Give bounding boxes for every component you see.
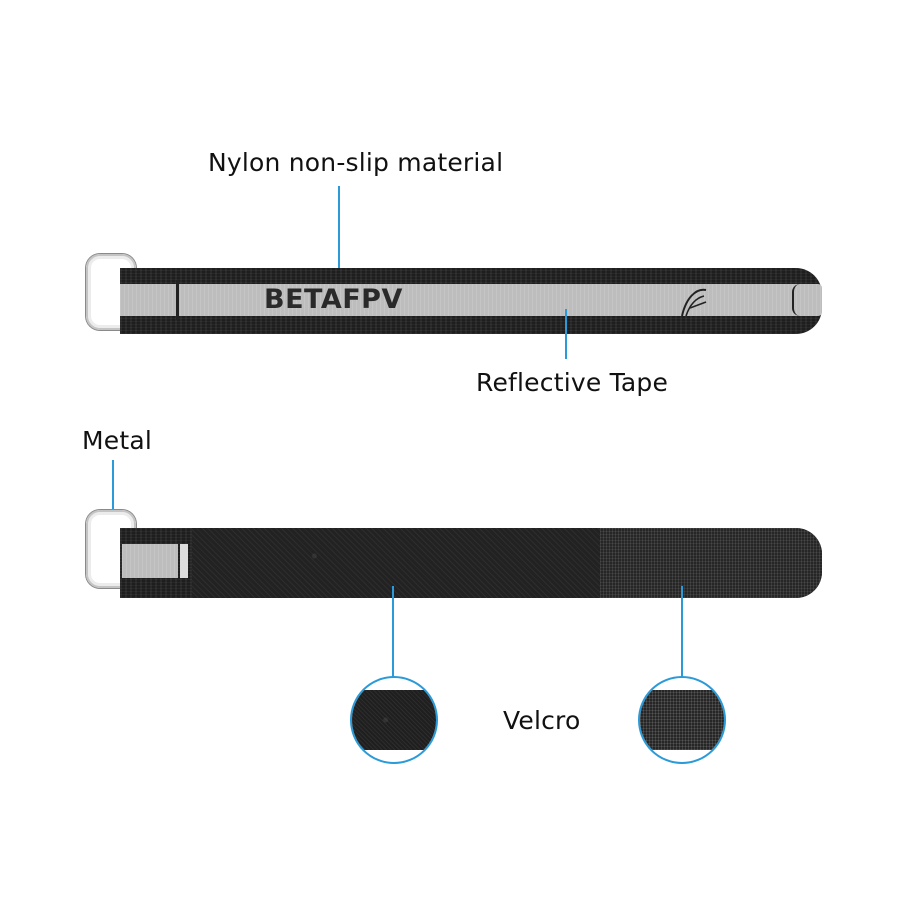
brand-logo-text: BETAFPV <box>264 284 403 315</box>
stitch-line <box>176 280 179 320</box>
hook-side-closeup <box>638 676 726 764</box>
top-strap: BETAFPV <box>120 268 822 334</box>
velcro-callout-label: Velcro <box>503 706 581 735</box>
velcro-loop-line <box>392 586 394 678</box>
reflective-tape-tail <box>122 544 178 578</box>
bottom-strap <box>120 528 822 598</box>
velcro-hook-line <box>681 586 683 678</box>
hook-texture <box>640 690 724 750</box>
loop-texture <box>352 690 436 750</box>
nylon-callout-label: Nylon non-slip material <box>208 148 504 177</box>
tape-end-curve <box>792 284 808 316</box>
loop-side-closeup <box>350 676 438 764</box>
metal-callout-label: Metal <box>82 426 153 455</box>
tail-white-patch <box>180 544 188 578</box>
metal-callout-line <box>112 460 114 512</box>
reflective-callout-line <box>565 309 567 359</box>
reflective-callout-label: Reflective Tape <box>476 368 669 397</box>
betafpv-wing-logo-icon <box>681 288 707 317</box>
nylon-callout-line <box>338 186 340 276</box>
reflective-tape <box>120 284 822 316</box>
velcro-hook-area <box>600 528 822 598</box>
velcro-loop-area <box>192 528 600 598</box>
